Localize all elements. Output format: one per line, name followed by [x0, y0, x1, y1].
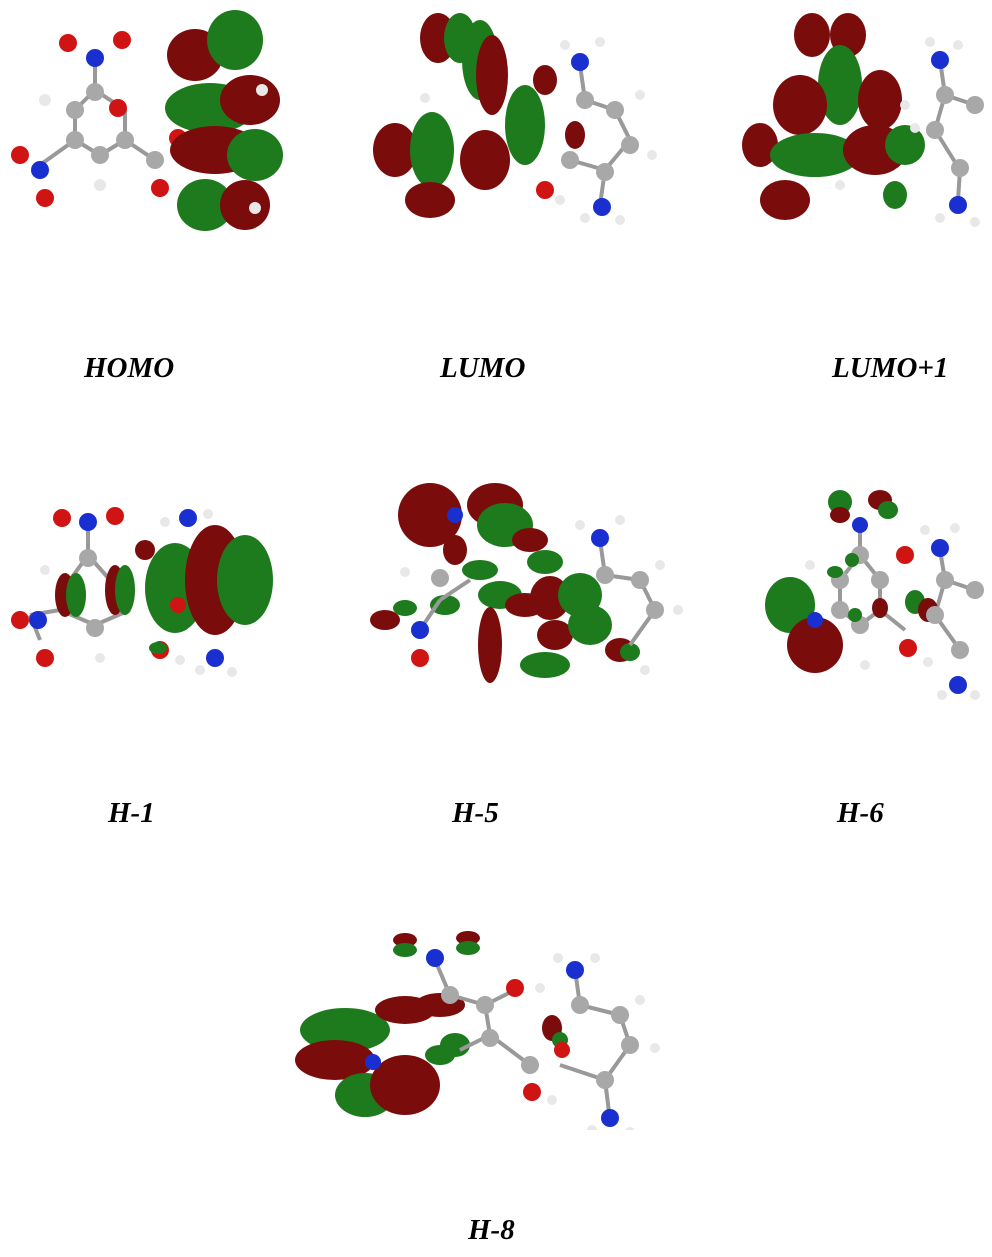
- orbital-label-h6: H-6: [837, 797, 884, 829]
- orbital-diagram-h8: [295, 931, 660, 1130]
- orbital-diagram-lumo: [373, 13, 657, 225]
- orbital-panel-h6: [730, 480, 992, 700]
- orbital-diagram-lumo1: [742, 13, 984, 227]
- orbital-label-lumo1: LUMO+1: [832, 352, 949, 384]
- orbital-panel-h5: [360, 480, 690, 700]
- orbital-label-h5: H-5: [452, 797, 499, 829]
- orbital-diagram-h6: [765, 490, 984, 700]
- orbital-label-h1: H-1: [108, 797, 155, 829]
- orbital-panel-lumo1: [730, 0, 992, 250]
- orbital-label-homo: HOMO: [84, 352, 175, 384]
- orbital-panel-homo: [0, 0, 300, 250]
- orbital-panel-h1: [0, 480, 300, 700]
- orbital-label-h8: H-8: [468, 1214, 515, 1246]
- orbital-label-lumo: LUMO: [440, 352, 526, 384]
- orbital-panel-lumo: [360, 0, 660, 250]
- orbital-panel-h8: [290, 920, 690, 1130]
- orbital-diagram-h5: [370, 483, 683, 683]
- orbital-diagram-h1: [11, 507, 273, 677]
- orbital-diagram-homo: [11, 10, 283, 231]
